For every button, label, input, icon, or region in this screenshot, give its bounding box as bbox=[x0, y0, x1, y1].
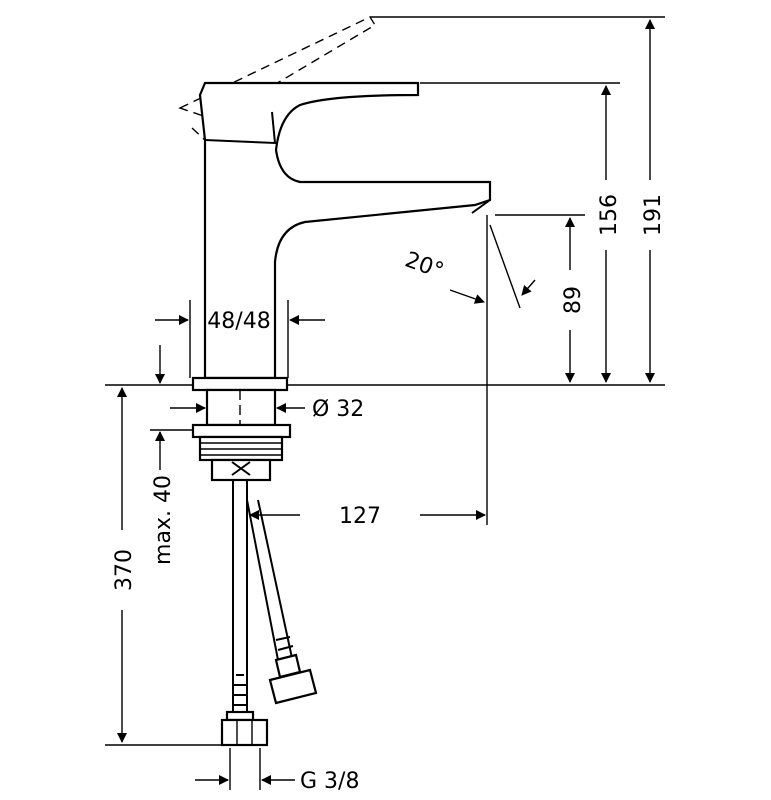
spout-height-label: 89 bbox=[561, 286, 586, 314]
faucet-base bbox=[191, 376, 292, 482]
raised-lever-outline bbox=[178, 16, 376, 141]
projection-label: 127 bbox=[339, 504, 381, 529]
max-deck-thickness-label: max. 40 bbox=[151, 475, 176, 565]
connection-thread-label: G 3/8 bbox=[300, 769, 359, 794]
dimension-lines bbox=[117, 19, 655, 785]
reference-lines bbox=[105, 16, 665, 790]
hose-length-label: 370 bbox=[112, 549, 137, 591]
total-height-label: 191 bbox=[641, 194, 666, 236]
body-width-label: 48/48 bbox=[207, 309, 270, 334]
faucet-body bbox=[198, 81, 492, 380]
spout-angle-label: 20° bbox=[402, 247, 447, 284]
supply-hoses bbox=[220, 480, 318, 747]
lever-height-label: 156 bbox=[597, 194, 622, 236]
shank-diameter-label: Ø 32 bbox=[312, 397, 364, 422]
